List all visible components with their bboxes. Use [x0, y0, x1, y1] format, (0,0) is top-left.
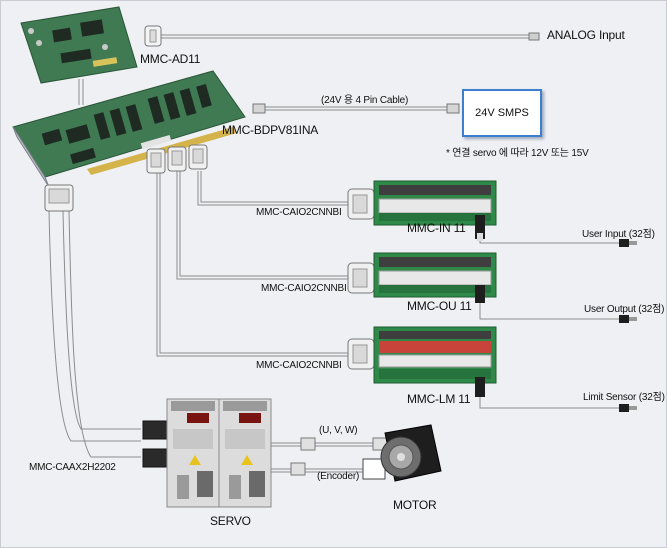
caio-cable-2b: [179, 171, 351, 277]
caio-cable-3b: [159, 171, 351, 354]
motor-label: MOTOR: [393, 498, 437, 512]
caio-cable-2: [176, 171, 351, 280]
analog-input-label: ANALOG Input: [547, 28, 625, 42]
caax-cable-2: [62, 210, 141, 430]
ad11-board: [20, 6, 138, 84]
motor: [362, 424, 442, 482]
caio-cable-1b: [200, 171, 351, 203]
caio-cable-2-label: MMC-CAIO2CNNBI: [261, 283, 347, 294]
smps-box: 24V SMPS: [462, 89, 542, 137]
analog-connector: [144, 25, 162, 47]
smps-label: 24V SMPS: [475, 107, 529, 119]
card-bdpv-label: MMC-BDPV81INA: [222, 123, 319, 137]
user-input-label: User Input (32점): [582, 229, 655, 240]
terminal-lm-label: MMC-LM 11: [407, 392, 471, 406]
caax-connector: [44, 184, 74, 212]
caax-cable-label: MMC-CAAX2H2202: [29, 462, 116, 473]
bdpv-connectors: [146, 144, 208, 174]
uvw-label: (U, V, W): [319, 425, 358, 436]
power-cable-ends: [252, 103, 460, 114]
cables: [48, 34, 621, 473]
terminal-board-lm: [347, 326, 497, 397]
caio-cable-3: [156, 171, 351, 357]
servo-drives: [142, 398, 272, 508]
limit-cable: [479, 397, 621, 409]
analog-plug-end: [528, 32, 540, 41]
encoder-label: (Encoder): [317, 471, 360, 482]
caio-cable-1-label: MMC-CAIO2CNNBI: [256, 207, 342, 218]
caio-cable-1: [197, 171, 351, 206]
terminal-board-in: [347, 180, 497, 241]
io-plug-ends: [619, 239, 637, 412]
power-cable-label: (24V 용 4 Pin Cable): [321, 95, 409, 106]
caax-cable-3: [68, 210, 141, 458]
terminal-ou-label: MMC-OU 11: [407, 299, 472, 313]
limit-sensor-label: Limit Sensor (32점): [583, 392, 665, 403]
terminal-board-ou: [347, 252, 497, 303]
user-output-cable: [479, 303, 621, 320]
caio-cable-3-label: MMC-CAIO2CNNBI: [256, 360, 342, 371]
power-note: * 연결 servo 에 따라 12V 또는 15V: [446, 148, 589, 159]
servo-label: SERVO: [210, 514, 251, 528]
user-output-label: User Output (32점): [584, 304, 665, 315]
bdpv-board: [12, 70, 246, 188]
terminal-in-label: MMC-IN 11: [407, 221, 466, 235]
caax-cable-1: [48, 210, 141, 442]
card-ad11-label: MMC-AD11: [140, 52, 201, 66]
